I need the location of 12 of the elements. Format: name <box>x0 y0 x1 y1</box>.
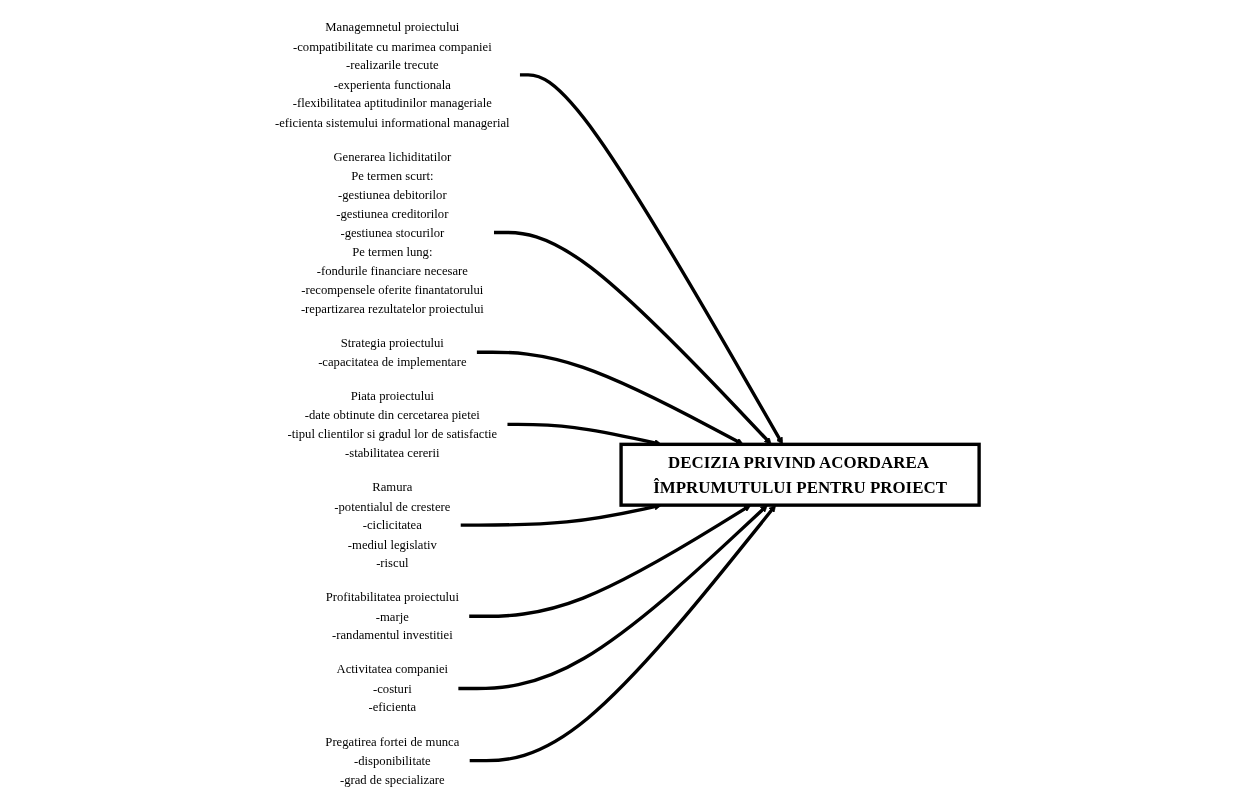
node-text: Pregatirea fortei de munca -disponibilitate -grad de specializare <box>325 734 460 787</box>
arrow <box>493 230 772 445</box>
node-text: Piata proiectului -date obtinute din cercetarea pietei -tipul clientilor si gradul lor de satisfactie -stabilitatea cererii <box>287 388 498 460</box>
node-text: Ramura -potentialul de crestere -ciclicitatea -mediul legislativ -riscul <box>334 480 451 570</box>
node-text: Strategia proiectului -capacitatea de implementare <box>318 335 467 369</box>
arrow <box>476 350 744 445</box>
node-text: Generarea lichiditatilor Pe termen scurt: -gestiunea debitorilor -gestiunea creditorilor -gestiunea stocurilor Pe termen lung: -fondurile financiare necesare -recompensele oferite finantatorului -repartizarea rezultatelor proiectului <box>300 149 484 316</box>
node-text: Profitabilitatea proiectului -marje -randamentul investitiei <box>325 590 459 642</box>
arrow <box>519 73 783 445</box>
node-text: Managemnetul proiectului -compatibilitate cu marimea companiei -realizarile trecute -experienta functionala -flexibilitatea aptitudinilor manageriale -eficienta sistemului informational managerial <box>275 20 510 129</box>
node-text: Activitatea companiei -costuri -eficienta <box>336 662 449 715</box>
node-box: DECIZIA PRIVIND ACORDAREA ÎMPRUMUTULUI PENTRU PROIECT <box>619 442 981 507</box>
